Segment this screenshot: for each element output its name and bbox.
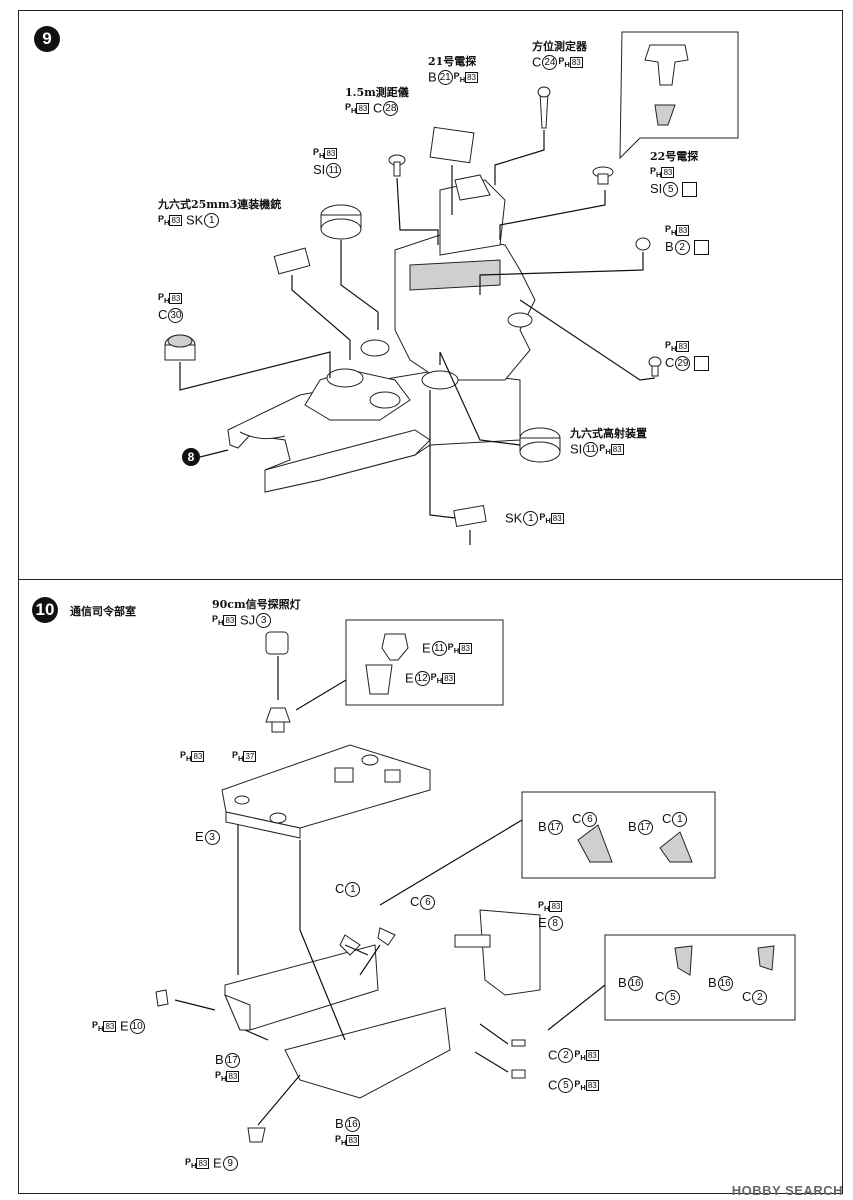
step-10-title: 通信司令部室 — [70, 605, 136, 618]
e8-part — [479, 909, 541, 996]
lower-wall-right — [284, 1007, 451, 1099]
mg25-part — [273, 247, 311, 275]
step-10-panel — [18, 579, 843, 1194]
step-9-number: 9 — [34, 26, 60, 52]
hourglass-icon — [694, 355, 710, 371]
ref-step-8: 8 — [182, 448, 200, 466]
searchlight-part — [265, 631, 289, 655]
radar21-part — [429, 126, 475, 164]
b2-part — [635, 237, 651, 251]
hourglass-icon — [682, 181, 698, 197]
sk1b-part — [453, 504, 487, 528]
hourglass-icon — [693, 239, 709, 255]
watermark: HOBBY SEARCH — [731, 1183, 843, 1198]
bridge-tower — [394, 234, 536, 381]
step-10-number: 10 — [32, 597, 58, 623]
